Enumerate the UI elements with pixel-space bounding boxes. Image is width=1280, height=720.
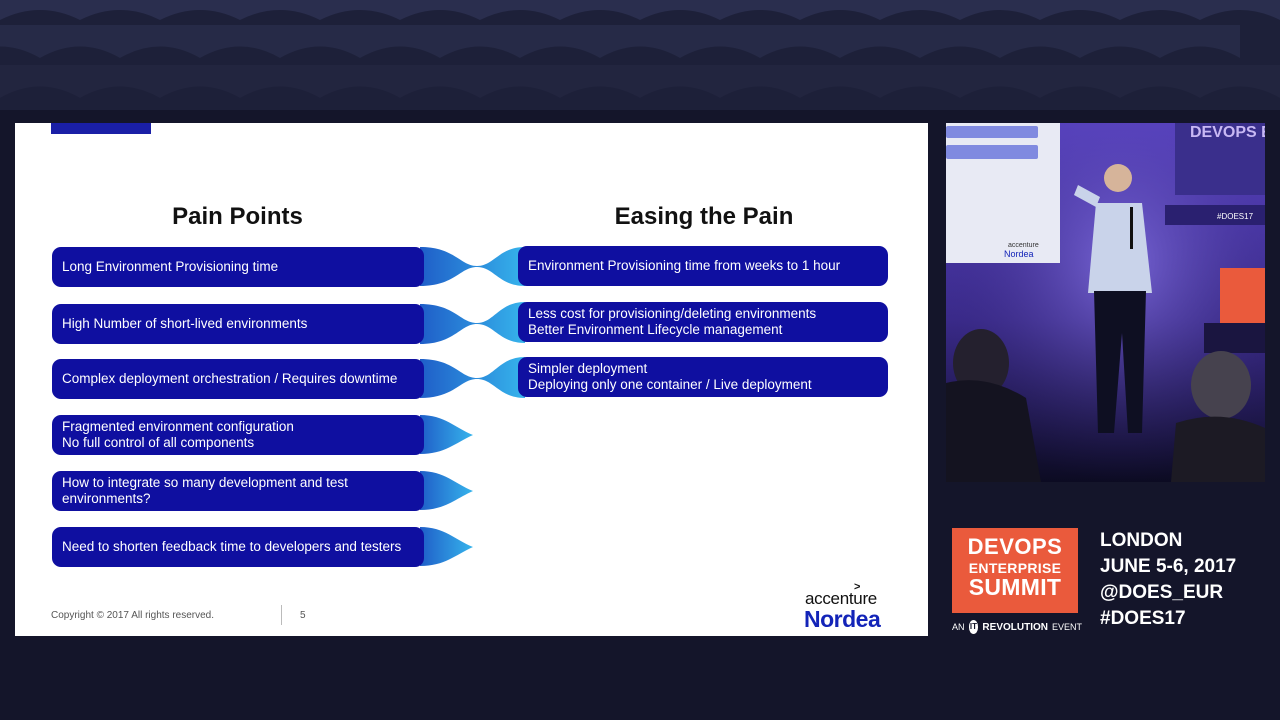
pain-point-5: How to integrate so many development and… <box>52 471 424 511</box>
event-prefix: AN <box>952 622 965 632</box>
pain-point-2: High Number of short-lived environments <box>52 304 424 344</box>
wave-pattern-background <box>0 0 1280 110</box>
accenture-mark-icon: > <box>854 581 861 593</box>
easing-text: Simpler deployment <box>528 361 648 376</box>
it-revolution-tag: AN IT REVOLUTION EVENT <box>952 620 1082 634</box>
stage-screen <box>946 123 1060 263</box>
devops-enterprise-summit-logo: DEVOPS ENTERPRISE SUMMIT <box>952 528 1078 613</box>
nordea-logo: Nordea <box>804 606 881 632</box>
copyright-text: Copyright © 2017 All rights reserved. <box>51 610 215 621</box>
event-name: REVOLUTION <box>982 621 1048 633</box>
event-suffix: EVENT <box>1051 622 1082 632</box>
event-hashtag: #DOES17 <box>1100 608 1186 629</box>
connector-twist-1 <box>420 247 525 286</box>
svg-text:accenture: accenture <box>1008 242 1039 249</box>
event-handle: @DOES_EUR <box>1100 582 1224 603</box>
easing-text: Better Environment Lifecycle management <box>528 322 783 337</box>
it-revolution-icon: IT <box>968 620 979 634</box>
easing-item-3: Simpler deployment Deploying only one co… <box>518 357 888 397</box>
pain-point-6: Need to shorten feedback time to develop… <box>52 527 424 567</box>
pain-point-4: Fragmented environment configuration No … <box>52 415 424 455</box>
connector-twist-3 <box>420 357 525 398</box>
pain-point-text: No full control of all components <box>62 435 255 450</box>
speaker-video-feed: accenture Nordea DEVOPS ENTERPRISE SUMMI… <box>946 123 1265 482</box>
accenture-logo: accenture <box>805 589 877 608</box>
svg-text:Nordea: Nordea <box>1004 249 1034 259</box>
pain-point-3: Complex deployment orchestration / Requi… <box>52 359 424 399</box>
arrow-tip-6 <box>420 527 473 566</box>
easing-text: Deploying only one container / Live depl… <box>528 377 812 392</box>
easing-item-2: Less cost for provisioning/deleting envi… <box>518 302 888 342</box>
backdrop-tag: #DOES17 <box>1217 212 1254 221</box>
logo-line-1: DEVOPS <box>967 534 1063 559</box>
pain-point-text: Need to shorten feedback time to develop… <box>62 539 402 554</box>
pain-point-text: How to integrate so many development and… <box>62 475 348 490</box>
pain-points-heading: Pain Points <box>172 203 303 230</box>
arrow-tip-4 <box>420 415 473 454</box>
easing-item-1: Environment Provisioning time from weeks… <box>518 246 888 286</box>
easing-text: Less cost for provisioning/deleting envi… <box>528 306 817 321</box>
pain-point-text: Fragmented environment configuration <box>62 419 294 434</box>
connector-twist-2 <box>420 302 525 344</box>
pain-point-text: Long Environment Provisioning time <box>62 259 279 274</box>
backdrop-text: DEVOPS ENTERPRISE SUMMIT <box>1190 124 1265 141</box>
easing-heading: Easing the Pain <box>614 203 794 230</box>
easing-text: Environment Provisioning time from weeks… <box>528 258 841 273</box>
page-number: 5 <box>300 610 306 621</box>
pain-point-text: environments? <box>62 491 151 506</box>
slide-accent-bar <box>51 123 151 134</box>
pain-point-1: Long Environment Provisioning time <box>52 247 424 287</box>
presentation-slide: Pain Points Easing the Pain Long Environ… <box>15 123 928 636</box>
logo-line-2: ENTERPRISE <box>968 560 1062 576</box>
event-info: LONDON JUNE 5-6, 2017 @DOES_EUR #DOES17 <box>1100 528 1236 632</box>
footer-divider <box>281 605 282 625</box>
logo-line-3: SUMMIT <box>968 574 1062 600</box>
event-city: LONDON <box>1100 530 1183 551</box>
pain-point-text: High Number of short-lived environments <box>62 316 308 331</box>
connector-arrows <box>420 247 525 566</box>
event-dates: JUNE 5-6, 2017 <box>1100 556 1237 577</box>
speaker-figure <box>1074 164 1152 433</box>
pain-point-text: Complex deployment orchestration / Requi… <box>62 371 398 386</box>
arrow-tip-5 <box>420 471 473 510</box>
